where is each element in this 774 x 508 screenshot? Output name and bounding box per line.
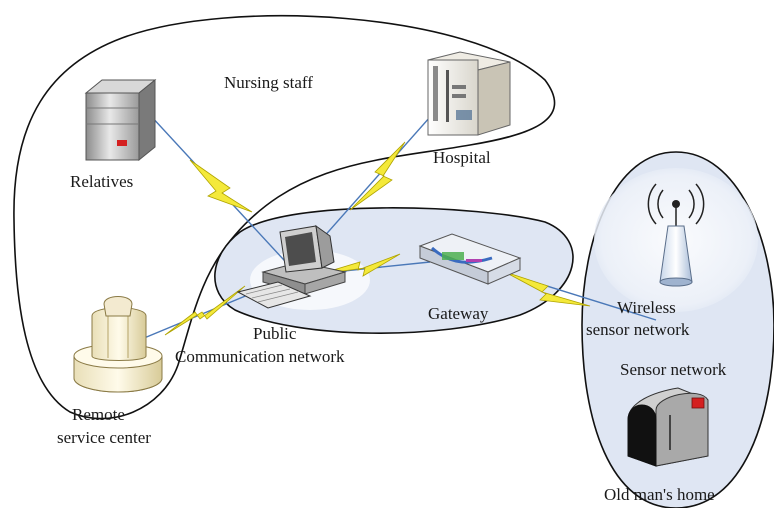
gateway-router-icon [418,233,522,285]
label-public-line1: Public [253,324,297,343]
label-hospital: Hospital [433,148,491,167]
server-icon [84,78,157,162]
label-nursing-staff: Nursing staff [224,73,313,92]
mailbox-flag [691,397,705,409]
label-gateway: Gateway [428,304,489,323]
lightning-remote [164,285,246,336]
mailbox-home-icon [627,387,709,467]
label-relatives: Relatives [70,172,133,191]
label-remote-line1: Remote [72,405,125,424]
lightning-relatives [189,159,253,213]
label-wireless-line2: sensor network [586,320,690,339]
server-indicator [117,140,127,146]
label-remote-line2: service center [57,428,151,447]
label-wireless-line1: Wireless [617,298,676,317]
call-center-tower-icon [73,296,163,393]
lightning-sensor [504,271,591,307]
label-old-mans-home: Old man's home [604,485,715,504]
computer-icon [236,224,347,309]
lightning-hospital [349,141,406,211]
label-sensor-network: Sensor network [620,360,727,379]
label-public-line2: Communication network [175,347,345,366]
antenna-tower-icon [647,183,705,287]
hospital-building-icon [427,51,511,136]
